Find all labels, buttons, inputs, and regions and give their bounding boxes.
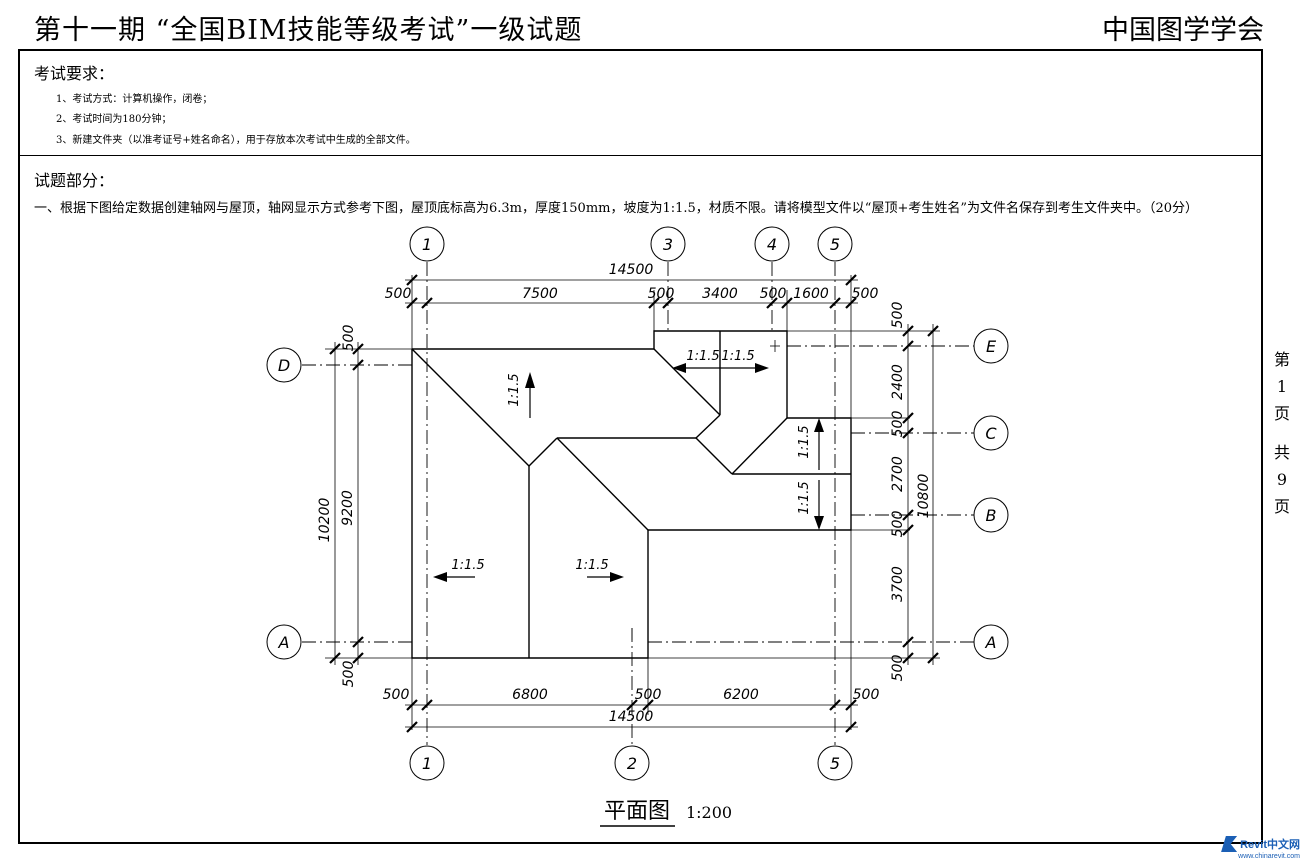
slope-label: 1:1.5	[797, 425, 812, 458]
dim-total-bottom: 14500	[609, 709, 654, 725]
requirement-item: 2、考试时间为180分钟；	[56, 114, 172, 125]
dim-top-5: 1600	[793, 286, 829, 302]
grid-label-a: A	[278, 633, 290, 652]
dim-right-2: 500	[890, 411, 906, 438]
dimension-text-bottom: 500 6800 500 6200 500 14500	[383, 687, 880, 725]
dim-top-1: 7500	[522, 286, 558, 302]
requirements-heading: 考试要求：	[34, 64, 115, 83]
grid-label-a: A	[985, 633, 997, 652]
revit-logo-icon	[1221, 836, 1238, 852]
exam-frame	[18, 49, 1263, 844]
page-total: 9	[1276, 470, 1288, 489]
grid-lines	[302, 262, 974, 745]
dim-left-inner: 9200	[340, 490, 356, 526]
page-title: 第十一期 “全国BIM技能等级考试”一级试题	[34, 15, 583, 46]
grid-label-3: 3	[663, 235, 673, 254]
dim-right-bottom-ext: 500	[890, 655, 906, 682]
slope-arrows	[441, 367, 820, 578]
slope-label: 1:1.5	[451, 558, 484, 573]
roof-outline	[411, 330, 852, 659]
slope-label: 1:1.5	[507, 373, 522, 406]
grid-label-5: 5	[830, 235, 840, 254]
watermark-url: www.chinarevit.com	[1238, 853, 1300, 860]
dim-bot-right-ext: 500	[853, 687, 880, 703]
slope-label: 1:1.5	[797, 481, 812, 514]
page-char: 第	[1273, 350, 1290, 369]
dim-right-top-ext: 500	[890, 302, 906, 329]
requirement-item: 1、考试方式：计算机操作，闭卷；	[56, 94, 213, 105]
dim-left-top-ext: 500	[341, 325, 357, 352]
dimension-text-vertical: 500 10200 9200 500 500 2400 500 2700 108…	[317, 302, 932, 688]
grid-label-e: E	[986, 337, 997, 356]
watermark: Revit中文网	[1221, 836, 1300, 852]
dim-total-top: 14500	[609, 262, 654, 278]
grid-label-4: 4	[767, 235, 777, 254]
dim-top-4: 500	[760, 286, 787, 302]
dim-bot-3: 6200	[723, 687, 759, 703]
grid-bubbles	[266, 226, 1009, 781]
dim-top-2: 500	[648, 286, 675, 302]
organization-name: 中国图学学会	[1102, 15, 1264, 46]
dim-bot-2: 500	[635, 687, 662, 703]
dim-left-outer: 10200	[317, 498, 333, 543]
questions-heading: 试题部分：	[34, 171, 115, 190]
slope-label: 1:1.5	[575, 558, 608, 573]
watermark-brand: Revit中文网	[1240, 839, 1300, 851]
page-char: 页	[1273, 404, 1290, 423]
grid-label-text: 1 3 4 5 1 2 5 D A E C B A	[278, 235, 998, 773]
slope-label: 1:1.5	[721, 349, 754, 364]
slope-label: 1:1.5	[686, 349, 719, 364]
page-char: 页	[1273, 497, 1290, 516]
dim-top-right-ext: 500	[852, 286, 879, 302]
requirement-item: 3、新建文件夹（以准考证号+姓名命名），用于存放本次考试中生成的全部文件。	[56, 135, 416, 146]
dim-right-1: 2400	[890, 364, 906, 400]
dimension-ticks	[329, 274, 939, 733]
grid-label-2: 2	[627, 754, 637, 773]
grid-label-d: D	[278, 356, 290, 375]
grid-label-b: B	[986, 506, 997, 525]
dim-top-left-ext: 500	[385, 286, 412, 302]
dim-left-bottom-ext: 500	[341, 661, 357, 688]
dim-right-5: 3700	[890, 566, 906, 602]
question-1-text: 一、根据下图给定数据创建轴网与屋顶，轴网显示方式参考下图，屋顶底标高为6.3m，…	[34, 201, 1199, 216]
dim-top-3: 3400	[702, 286, 738, 302]
dim-right-3: 2700	[890, 456, 906, 492]
extension-lines	[325, 275, 940, 730]
dim-bot-left-ext: 500	[383, 687, 410, 703]
dimension-text-top: 14500 500 7500 500 3400 500 1600 500	[385, 262, 879, 302]
grid-label-5: 5	[830, 754, 840, 773]
page-char: 共	[1273, 443, 1290, 462]
section-divider	[18, 155, 1263, 156]
slope-arrowheads	[433, 363, 824, 582]
drawing-scale: 1:200	[686, 803, 732, 822]
slope-label-text: 1:1.5 1:1.5 1:1.5 1:1.5 1:1.5 1:1.5 1:1.…	[451, 349, 812, 573]
page-indicator: 第 1 页 共 9 页	[1272, 346, 1292, 520]
page-number: 1	[1276, 377, 1288, 396]
dimension-lines	[334, 279, 934, 728]
dim-right-4: 500	[890, 511, 906, 538]
grid-label-1: 1	[422, 754, 432, 773]
grid-label-c: C	[985, 424, 997, 443]
grid-label-1: 1	[422, 235, 432, 254]
drawing-title: 平面图	[604, 799, 670, 824]
dim-right-outer: 10800	[916, 474, 932, 519]
dim-bot-1: 6800	[512, 687, 548, 703]
